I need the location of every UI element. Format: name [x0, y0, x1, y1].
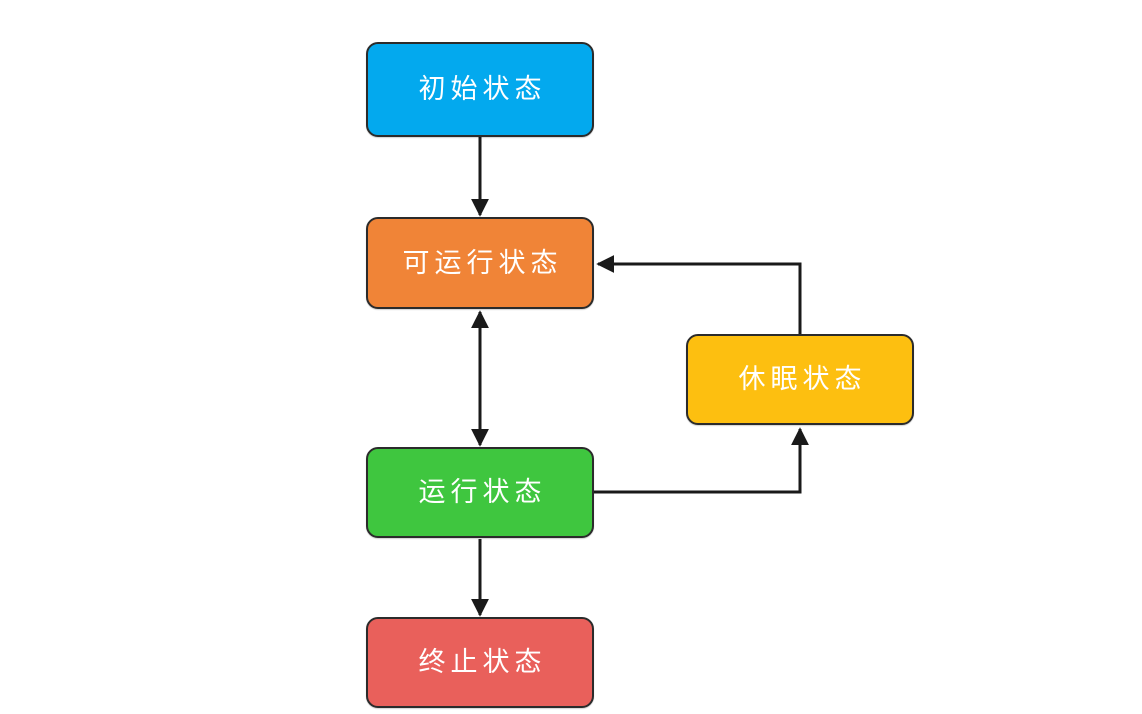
state-node-runnable[interactable]: 可运行状态: [366, 217, 594, 309]
state-node-dormant-label: 休眠状态: [738, 364, 867, 395]
state-node-terminated-label: 终止状态: [418, 647, 547, 678]
state-node-initial-label: 初始状态: [418, 74, 547, 105]
edge-running-to-dormant: [594, 427, 809, 494]
state-node-runnable-label: 可运行状态: [402, 247, 563, 279]
edge-dormant-to-runnable: [596, 255, 802, 334]
state-node-running[interactable]: 运行状态: [366, 447, 594, 538]
state-node-initial[interactable]: 初始状态: [366, 42, 594, 137]
state-node-running-label: 运行状态: [418, 477, 547, 508]
state-node-terminated[interactable]: 终止状态: [366, 617, 594, 708]
state-node-dormant[interactable]: 休眠状态: [686, 334, 914, 425]
